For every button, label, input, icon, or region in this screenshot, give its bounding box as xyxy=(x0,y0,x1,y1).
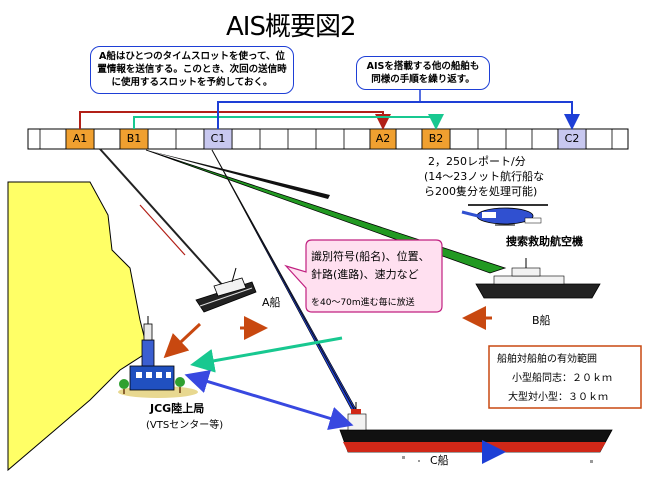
ship-b-icon xyxy=(475,258,601,299)
info-callout-line-3: を40～70m進む毎に放送 xyxy=(311,298,415,308)
callout-other-ships: AISを搭載する他の船舶も同様の手順を繰り返す。 xyxy=(356,56,490,90)
range-box-row-1: 小型船同志：２０ｋｍ xyxy=(512,373,612,384)
ship-a-label: A船 xyxy=(262,296,281,309)
capacity-line-2: (14～23ノット航行船な xyxy=(424,170,545,183)
ship-b-label: B船 xyxy=(532,314,551,327)
range-box-row-2: 大型対小型：３０ｋｍ xyxy=(508,392,608,403)
beam-a xyxy=(99,148,226,289)
arrow-station-c xyxy=(184,369,354,431)
page-title: AIS概要図2 xyxy=(226,12,357,42)
ship-a-icon xyxy=(195,267,257,313)
aircraft-label: 捜索救助航空機 xyxy=(506,235,583,248)
callout-ship-a-reservation: A船はひとつのタイムスロットを使って、位置情報を送信する。このとき、次回の送信時… xyxy=(90,46,294,94)
ship-c-icon xyxy=(339,402,613,453)
station-label: JCG陸上局 xyxy=(150,402,205,415)
helicopter-icon xyxy=(461,204,548,226)
info-callout-shape xyxy=(284,239,443,313)
range-box xyxy=(488,345,642,409)
slot-c2-label: C2 xyxy=(564,132,580,145)
arrow-a-to-station xyxy=(163,322,202,359)
timeslot-bar xyxy=(27,128,629,150)
arrow-b-to-station xyxy=(190,336,343,373)
coastline xyxy=(7,181,149,472)
ship-c-label: C船 xyxy=(430,454,449,467)
capacity-line-1: 2，250レポート/分 xyxy=(428,155,526,168)
info-callout-line-1: 識別符号(船名)、位置、 xyxy=(311,250,430,263)
slot-b2-label: B2 xyxy=(428,132,444,145)
reserve-arrow-b xyxy=(133,114,444,130)
shore-station-icon xyxy=(118,316,198,398)
reserve-arrow-a xyxy=(79,111,391,130)
info-callout-line-2: 針路(進路)、速力など xyxy=(311,268,419,281)
capacity-line-3: ら200隻分を処理可能) xyxy=(424,185,538,198)
slot-b1-label: B1 xyxy=(126,132,142,145)
beam-b-tail xyxy=(146,150,330,199)
station-sublabel: (VTSセンター等) xyxy=(146,420,224,431)
range-box-title: 船舶対船舶の有効範囲 xyxy=(497,354,597,365)
slot-c1-label: C1 xyxy=(210,132,226,145)
slot-a1-label: A1 xyxy=(72,132,88,145)
beam-a-inner xyxy=(139,204,186,256)
slot-a2-label: A2 xyxy=(375,132,391,145)
reserve-arrow-c xyxy=(217,101,580,130)
